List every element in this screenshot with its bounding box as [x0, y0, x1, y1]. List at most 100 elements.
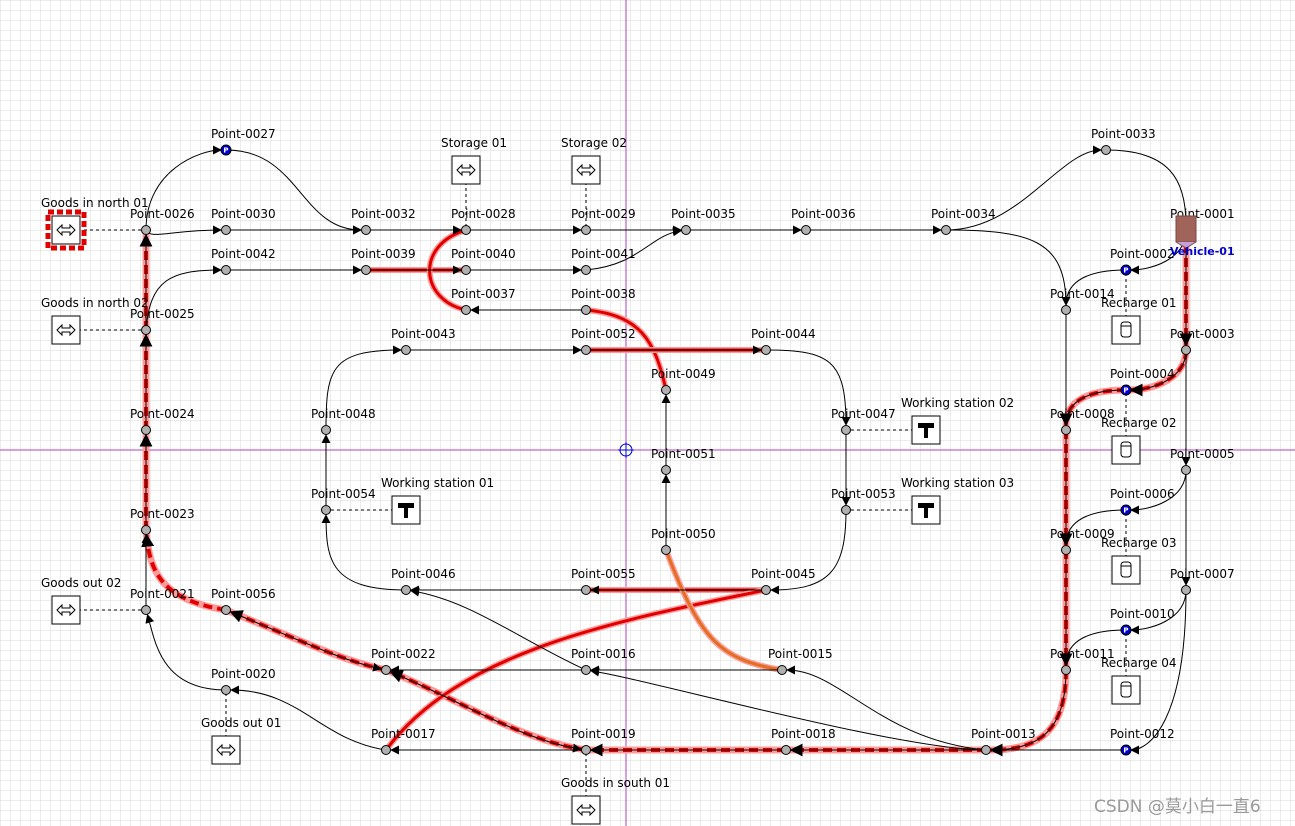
location-box[interactable]	[1111, 315, 1141, 345]
path-p56-p22[interactable]	[225, 609, 382, 672]
halt-point-marker[interactable]	[841, 425, 851, 435]
point-p30[interactable]: Point-0030	[211, 207, 276, 235]
halt-point-marker[interactable]	[141, 605, 151, 615]
location-box[interactable]	[51, 595, 81, 625]
halt-point-marker[interactable]	[221, 605, 231, 615]
halt-point-marker[interactable]	[777, 665, 787, 675]
path-p34-p14[interactable]	[945, 229, 1071, 306]
halt-point-marker[interactable]	[841, 505, 851, 515]
location-gis1[interactable]: Goods in south 01	[561, 776, 670, 825]
halt-point-marker[interactable]	[141, 425, 151, 435]
halt-point-marker[interactable]	[581, 225, 591, 235]
point-p03[interactable]: Point-0003	[1170, 327, 1235, 355]
path-p26-p27[interactable]	[145, 145, 222, 231]
halt-point-marker[interactable]	[141, 225, 151, 235]
halt-point-marker[interactable]	[361, 225, 371, 235]
halt-point-marker[interactable]	[581, 665, 591, 675]
point-p13[interactable]: Point-0013	[971, 727, 1036, 755]
point-p20[interactable]: Point-0020	[211, 667, 276, 695]
halt-point-marker[interactable]	[781, 745, 791, 755]
halt-point-marker[interactable]	[581, 345, 591, 355]
point-p39[interactable]: Point-0039	[351, 247, 416, 275]
point-p25[interactable]: Point-0025	[130, 307, 195, 335]
point-p41[interactable]: Point-0041	[571, 247, 636, 275]
halt-point-marker[interactable]	[141, 525, 151, 535]
halt-point-marker[interactable]	[581, 585, 591, 595]
location-box[interactable]	[211, 735, 241, 765]
point-p38[interactable]: Point-0038	[571, 287, 636, 315]
halt-point-marker[interactable]	[1181, 345, 1191, 355]
path-p02-p14[interactable]	[1061, 269, 1127, 306]
point-p33[interactable]: Point-0033	[1091, 127, 1156, 155]
location-gout2[interactable]: Goods out 02	[41, 576, 121, 625]
point-p15[interactable]: Point-0015	[768, 647, 833, 675]
point-p17[interactable]: Point-0017	[371, 727, 436, 755]
path-p41-p35[interactable]	[585, 227, 682, 271]
halt-point-marker[interactable]	[581, 305, 591, 315]
point-p51[interactable]: Point-0051	[651, 447, 716, 475]
point-p21[interactable]: Point-0021	[130, 587, 195, 615]
halt-point-marker[interactable]	[661, 545, 671, 555]
path-p07-p10[interactable]	[1130, 589, 1187, 635]
halt-point-marker[interactable]	[1061, 545, 1071, 555]
point-p46[interactable]: Point-0046	[391, 567, 456, 595]
vehicle-01[interactable]: Vehicle-01	[1170, 215, 1235, 258]
halt-point-marker[interactable]	[1181, 585, 1191, 595]
park-point-marker[interactable]	[220, 144, 232, 156]
path-p48-p43[interactable]	[325, 345, 402, 431]
point-p40[interactable]: Point-0040	[451, 247, 516, 275]
path-p46-p54[interactable]	[321, 514, 407, 591]
halt-point-marker[interactable]	[661, 385, 671, 395]
point-p28[interactable]: Point-0028	[451, 207, 516, 235]
halt-point-marker[interactable]	[1181, 465, 1191, 475]
halt-point-marker[interactable]	[221, 685, 231, 695]
point-p24[interactable]: Point-0024	[130, 407, 195, 435]
path-p33-p01[interactable]	[1105, 149, 1191, 226]
point-p08[interactable]: Point-0008	[1050, 407, 1115, 435]
point-p11[interactable]: Point-0011	[1050, 647, 1115, 675]
location-rc1[interactable]: Recharge 01	[1101, 296, 1177, 345]
location-box[interactable]	[51, 315, 81, 345]
halt-point-marker[interactable]	[1101, 145, 1111, 155]
point-p50[interactable]: Point-0050	[651, 527, 716, 555]
point-p52[interactable]: Point-0052	[571, 327, 636, 355]
halt-point-marker[interactable]	[461, 305, 471, 315]
halt-point-marker[interactable]	[461, 225, 471, 235]
point-p35[interactable]: Point-0035	[671, 207, 736, 235]
location-rc4[interactable]: Recharge 04	[1101, 656, 1177, 705]
location-gout1[interactable]: Goods out 01	[201, 716, 281, 765]
location-st2[interactable]: Storage 02	[561, 136, 627, 185]
point-p19[interactable]: Point-0019	[571, 727, 636, 755]
point-p56[interactable]: Point-0056	[211, 587, 276, 615]
halt-point-marker[interactable]	[401, 345, 411, 355]
location-box[interactable]	[451, 155, 481, 185]
halt-point-marker[interactable]	[681, 225, 691, 235]
location-box[interactable]	[571, 795, 601, 825]
path-p05-p06[interactable]	[1130, 469, 1187, 515]
halt-point-marker[interactable]	[401, 585, 411, 595]
halt-point-marker[interactable]	[1061, 665, 1071, 675]
point-p23[interactable]: Point-0023	[130, 507, 195, 535]
point-p26[interactable]: Point-0026	[130, 207, 195, 235]
park-point-marker[interactable]	[1120, 504, 1132, 516]
path-p44-p47[interactable]	[765, 349, 851, 426]
location-ws2[interactable]: Working station 02	[901, 396, 1014, 445]
point-p32[interactable]: Point-0032	[351, 207, 416, 235]
path-p13-p16[interactable]	[590, 667, 987, 751]
point-p22[interactable]: Point-0022	[371, 647, 436, 675]
path-p27-p32[interactable]	[225, 149, 362, 235]
halt-point-marker[interactable]	[581, 745, 591, 755]
location-st1[interactable]: Storage 01	[441, 136, 507, 185]
halt-point-marker[interactable]	[461, 265, 471, 275]
location-box[interactable]	[1111, 555, 1141, 585]
halt-point-marker[interactable]	[1061, 305, 1071, 315]
halt-point-marker[interactable]	[981, 745, 991, 755]
path-p22-p19[interactable]	[385, 669, 582, 753]
location-box[interactable]	[571, 155, 601, 185]
